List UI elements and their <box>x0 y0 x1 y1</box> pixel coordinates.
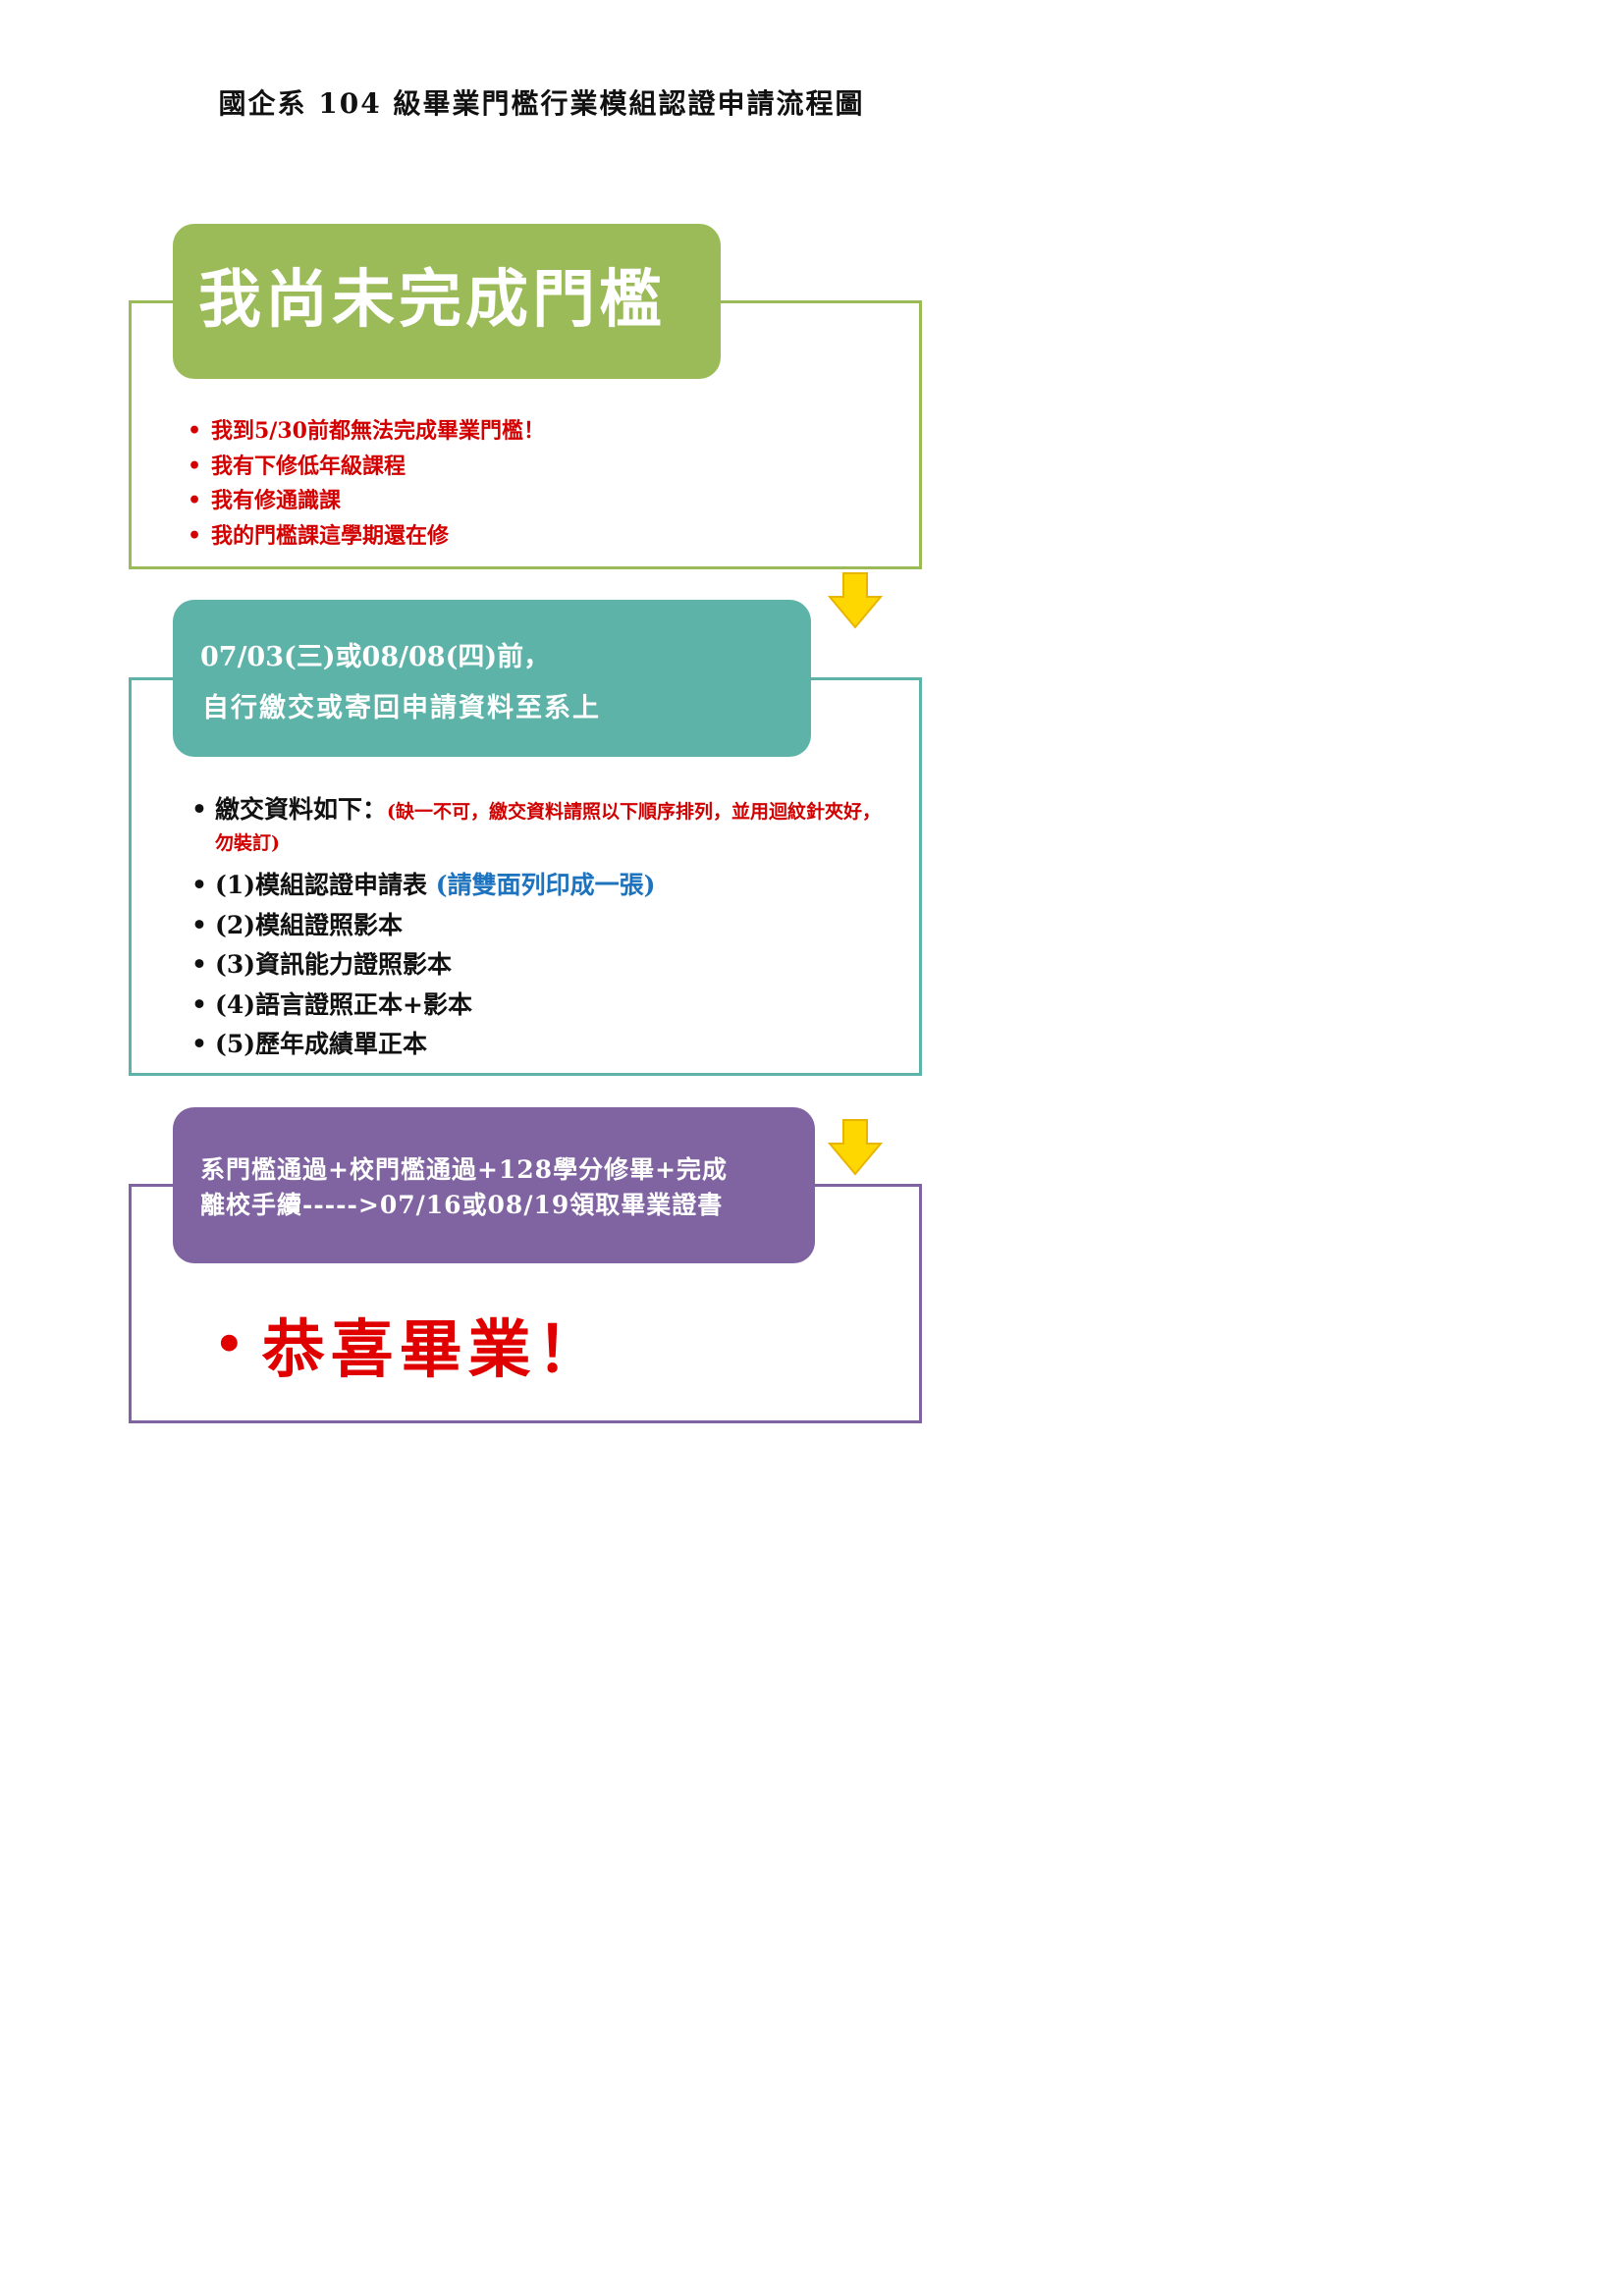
intro-note: (缺一不可，繳交資料請照以下順序排列，並用迴紋針夾好，勿裝訂) <box>215 801 882 854</box>
step3-heading-line1: 系門檻通過+校門檻通過+128學分修畢+完成 <box>200 1155 729 1184</box>
list-item: 我到5/30前都無法完成畢業門檻！ <box>186 414 873 450</box>
intro-label: 繳交資料如下： <box>215 795 388 824</box>
step1-header: 我尚未完成門檻 <box>173 224 721 379</box>
step1-heading: 我尚未完成門檻 <box>198 263 666 337</box>
list-item: (5)歷年成績單正本 <box>189 1025 896 1065</box>
congrats-text: 恭喜畢業！ <box>261 1313 606 1387</box>
list-item: 我的門檻課這學期還在修 <box>186 519 873 555</box>
step2-heading-line2: 自行繳交或寄回申請資料至系上 <box>202 693 601 723</box>
step3-header: 系門檻通過+校門檻通過+128學分修畢+完成 離校手續----->07/16或0… <box>173 1107 815 1263</box>
down-arrow-icon <box>828 1119 883 1176</box>
list-item: (3)資訊能力證照影本 <box>189 945 896 986</box>
step2-heading-line1: 07/03(三)或08/08(四)前， <box>200 642 551 672</box>
list-item: 繳交資料如下：(缺一不可，繳交資料請照以下順序排列，並用迴紋針夾好，勿裝訂) <box>189 795 896 858</box>
step2-list: 繳交資料如下：(缺一不可，繳交資料請照以下順序排列，並用迴紋針夾好，勿裝訂) (… <box>189 795 896 1065</box>
list-item: (2)模組證照影本 <box>189 906 896 946</box>
bullet: • <box>214 1317 244 1372</box>
list-item: (1)模組認證申請表 (請雙面列印成一張) <box>189 866 896 906</box>
step2-header: 07/03(三)或08/08(四)前， 自行繳交或寄回申請資料至系上 <box>173 600 811 757</box>
step1-list: 我到5/30前都無法完成畢業門檻！ 我有下修低年級課程 我有修通識課 我的門檻課… <box>186 414 873 554</box>
list-item: (4)語言證照正本+影本 <box>189 986 896 1026</box>
down-arrow-icon <box>828 572 883 629</box>
congrats-item: • 恭喜畢業！ <box>214 1300 606 1390</box>
item1-hint: (請雙面列印成一張) <box>435 871 656 899</box>
step3-heading-line2: 離校手續----->07/16或08/19領取畢業證書 <box>200 1191 724 1219</box>
page-title: 國企系 104 級畢業門檻行業模組認證申請流程圖 <box>218 87 865 120</box>
list-item: 我有下修低年級課程 <box>186 450 873 485</box>
item1-label: (1)模組認證申請表 <box>215 871 428 899</box>
list-item: 我有修通識課 <box>186 484 873 519</box>
